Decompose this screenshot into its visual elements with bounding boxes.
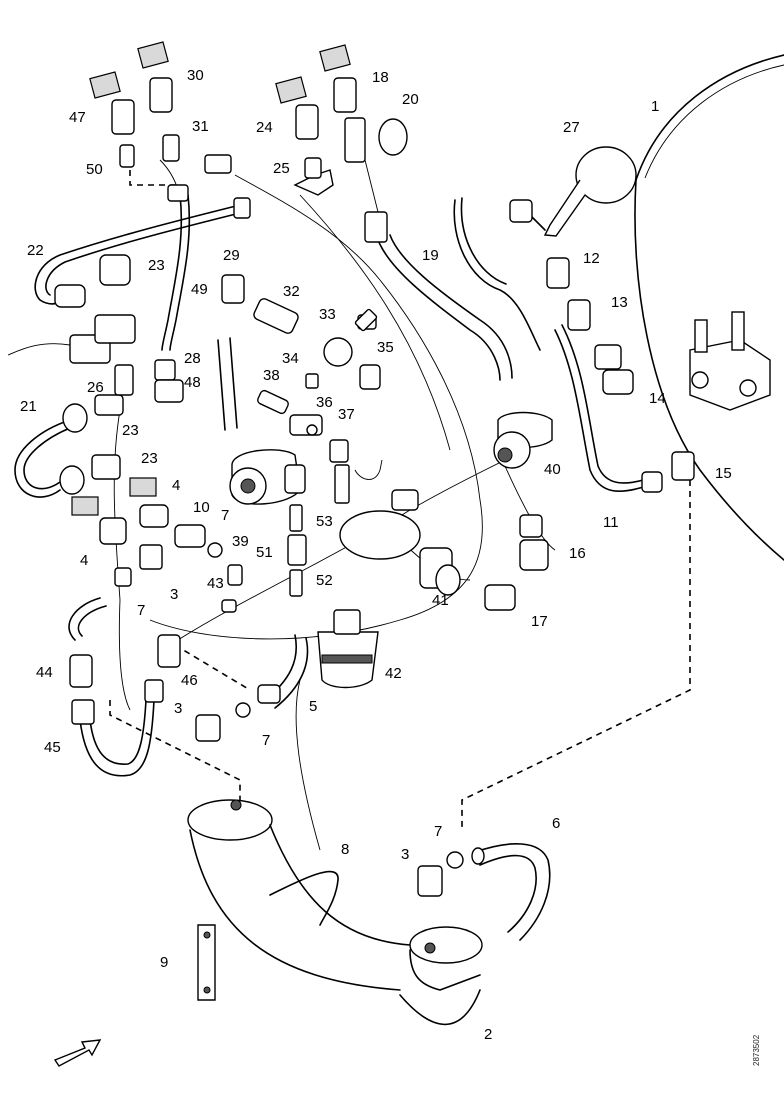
callout-51: 51 (256, 544, 273, 561)
callout-27: 27 (563, 119, 580, 136)
callout-49: 49 (191, 281, 208, 298)
callout-28: 28 (184, 350, 201, 367)
callout-37: 37 (338, 406, 355, 423)
hose-6 (471, 843, 551, 941)
callout-43: 43 (207, 575, 224, 592)
callout-5: 5 (309, 698, 318, 715)
direction-arrow-icon (53, 1039, 102, 1067)
callout-10: 10 (193, 499, 210, 516)
callout-39: 39 (232, 533, 249, 550)
callout-38: 38 (263, 367, 280, 384)
callout-23: 23 (122, 422, 139, 439)
leader-lines (113, 159, 556, 851)
callout-21: 21 (20, 398, 37, 415)
callout-8: 8 (341, 841, 350, 858)
callout-4: 4 (80, 552, 89, 569)
left-components (7, 254, 281, 742)
callout-48: 48 (184, 374, 201, 391)
callout-3: 3 (401, 846, 410, 863)
callout-26: 26 (87, 379, 104, 396)
center-components (221, 274, 421, 689)
callout-16: 16 (569, 545, 586, 562)
callout-14: 14 (649, 390, 666, 407)
drawing-reference-code: 2873502 (752, 1034, 761, 1066)
callout-19: 19 (422, 247, 439, 264)
callout-17: 17 (531, 613, 548, 630)
callout-42: 42 (385, 665, 402, 682)
callout-7: 7 (137, 602, 146, 619)
callout-29: 29 (223, 247, 240, 264)
callout-13: 13 (611, 294, 628, 311)
callout-6: 6 (552, 815, 561, 832)
tank (634, 54, 784, 561)
callout-15: 15 (715, 465, 732, 482)
callout-44: 44 (36, 664, 53, 681)
callout-25: 25 (273, 160, 290, 177)
callout-32: 32 (283, 283, 300, 300)
callout-40: 40 (544, 461, 561, 478)
callout-23: 23 (141, 450, 158, 467)
callout-3: 3 (170, 586, 179, 603)
callout-52: 52 (316, 572, 333, 589)
lower-components (417, 851, 464, 897)
callout-12: 12 (583, 250, 600, 267)
callout-53: 53 (316, 513, 333, 530)
callout-7: 7 (262, 732, 271, 749)
right-components (354, 146, 695, 611)
callout-47: 47 (69, 109, 86, 126)
callout-22: 22 (27, 242, 44, 259)
dashed-assembly-lines (109, 170, 691, 830)
callout-24: 24 (256, 119, 273, 136)
callout-3: 3 (174, 700, 183, 717)
main-elbow-pipe (187, 799, 483, 1026)
callout-7: 7 (221, 507, 230, 524)
callout-31: 31 (192, 118, 209, 135)
callout-2: 2 (484, 1026, 493, 1043)
callout-50: 50 (86, 161, 103, 178)
callout-34: 34 (282, 350, 299, 367)
callout-33: 33 (319, 306, 336, 323)
callout-46: 46 (181, 672, 198, 689)
callout-4: 4 (172, 477, 181, 494)
top-fittings (89, 41, 408, 243)
callout-9: 9 (160, 954, 169, 971)
callout-30: 30 (187, 67, 204, 84)
tank-valve-block (689, 311, 771, 411)
callout-7: 7 (434, 823, 443, 840)
callout-35: 35 (377, 339, 394, 356)
callout-1: 1 (651, 98, 660, 115)
callout-41: 41 (432, 592, 449, 609)
wire (269, 870, 339, 926)
bracket (197, 924, 216, 1001)
callout-45: 45 (44, 739, 61, 756)
callout-36: 36 (316, 394, 333, 411)
callout-20: 20 (402, 91, 419, 108)
callout-23: 23 (148, 257, 165, 274)
callout-11: 11 (603, 514, 619, 531)
callout-18: 18 (372, 69, 389, 86)
